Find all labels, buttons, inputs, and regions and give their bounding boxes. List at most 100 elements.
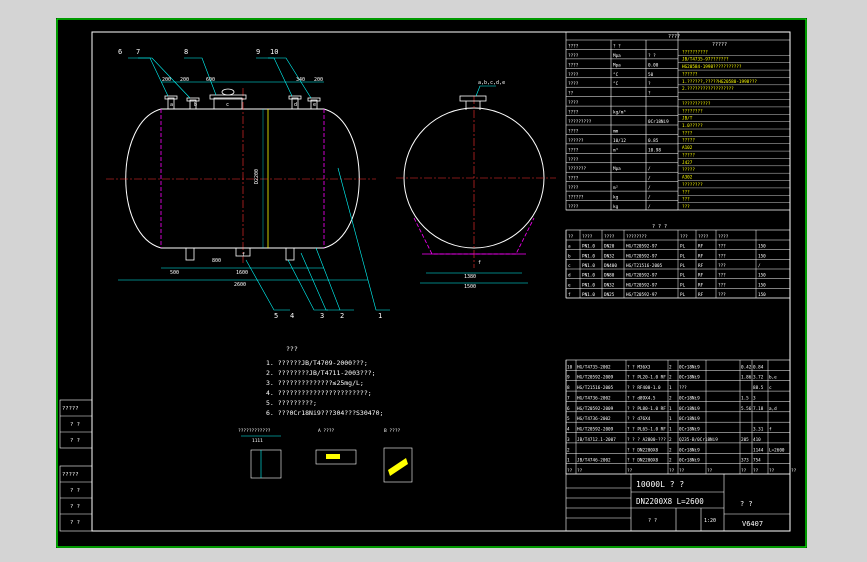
parts-cell: HG/T4735-2002	[577, 364, 611, 370]
parts-footer-cell: ??	[791, 468, 797, 474]
margin-text-3: ?????	[62, 472, 79, 478]
nozzle-header: ????	[582, 234, 593, 240]
drawing-sheet: ????? ? ? ? ? ????? ? ? ? ? ? ?	[56, 18, 807, 548]
nozzle-cell: HG/T21516-2005	[626, 263, 663, 269]
callout-5: 5	[274, 312, 278, 320]
nozzle-cell: ???	[718, 244, 726, 250]
outer-frame	[56, 18, 807, 548]
design-right-cell: ????????	[682, 182, 703, 188]
parts-cell: HG/T4736-2002	[577, 395, 611, 401]
nozzle-cell: DN25	[604, 292, 615, 298]
nozzle-letter-e: e	[313, 102, 316, 108]
parts-cell: 1	[669, 406, 672, 412]
note-line-2: 2. ????????JB/T4711-2003???;	[266, 369, 376, 377]
nozzle-cell: ???	[718, 263, 726, 269]
parts-cell: 1	[567, 458, 570, 464]
parts-cell: ? ? d89X4.5	[627, 395, 656, 401]
callout-4: 4	[290, 312, 294, 320]
design-right-cell: ???	[682, 197, 690, 203]
parts-footer-cell: ??	[627, 468, 633, 474]
detail-1-sub: 1111	[252, 438, 263, 444]
parts-cell: 4	[567, 427, 570, 433]
nozzle-cell: ???	[718, 273, 726, 279]
callout-6: 6	[118, 48, 122, 56]
parts-cell: HG/T4736-2002	[577, 416, 611, 422]
vessel-end-view	[396, 85, 556, 284]
nozzle-cell: DN32	[604, 253, 615, 259]
parts-cell: 0.42	[741, 364, 752, 370]
design-right-cell: ?????	[682, 138, 695, 144]
parts-footer-cell: ??	[679, 468, 685, 474]
design-cell: ????	[568, 81, 579, 87]
design-cell: Mpa	[613, 53, 621, 59]
design-right-cell: J427	[682, 160, 693, 166]
nozzle-table-title: ? ? ?	[652, 224, 667, 230]
design-cell: ????	[568, 62, 579, 68]
design-right-cell: JB/T	[682, 116, 693, 122]
nozzle-cell: RF	[698, 282, 704, 288]
design-cell: ? ?	[613, 43, 621, 49]
design-right-cell: A302	[682, 175, 693, 181]
parts-cell: 0Cr18Ni9	[679, 406, 700, 412]
dim-600: 600	[206, 77, 215, 83]
parts-cell: a,d	[769, 406, 777, 412]
parts-cell: 9	[567, 375, 570, 381]
notes-title: ???	[286, 345, 298, 353]
parts-cell: 3.31	[753, 427, 764, 433]
nozzle-cell: DN400	[604, 263, 617, 269]
nozzle-letter-f: f	[242, 252, 245, 258]
note-line-5: 5. ?????????;	[266, 399, 317, 407]
parts-cell: 0Cr18Ni9	[679, 447, 700, 453]
dim-1600: 1600	[236, 270, 248, 276]
detail-2-title: A ????	[318, 428, 335, 434]
design-right-cell: ????????	[682, 108, 703, 114]
design-cell: ????	[568, 157, 579, 163]
nozzle-header: ????	[698, 234, 709, 240]
nozzle-cell: 150	[758, 244, 766, 250]
design-cell: kg	[613, 204, 619, 210]
design-cell: mm	[613, 129, 619, 134]
nozzle-letter-c: c	[226, 102, 229, 108]
nozzle-callout: a,b,c,d,e	[478, 80, 505, 86]
design-right-cell: A102	[682, 145, 693, 151]
title-drawing-no: V6407	[742, 520, 763, 528]
parts-cell: ? ? PL80-1.0 RF	[627, 406, 666, 412]
nozzle-letter-d: d	[294, 102, 297, 108]
design-cell: ????	[568, 72, 579, 78]
design-cell: ????	[568, 43, 579, 49]
nozzle-cell: ???	[718, 253, 726, 259]
design-right-cell: ???????????	[682, 101, 711, 107]
dim-200c: 200	[314, 77, 323, 83]
design-cell: ??????	[568, 195, 584, 201]
parts-cell: HG/T20592-2009	[577, 375, 614, 381]
design-cell: ????	[568, 110, 579, 116]
design-cell: ?	[648, 81, 651, 87]
parts-cell: HG/T20592-2009	[577, 427, 614, 433]
parts-cell: 2	[669, 458, 672, 464]
parts-footer-cell: ??	[741, 468, 747, 474]
parts-cell: 2	[669, 364, 672, 370]
nozzle-cell: RF	[698, 292, 704, 298]
design-cell: ????	[568, 204, 579, 210]
parts-cell: 410	[753, 437, 761, 443]
nozzle-cell: HG/T20592-97	[626, 244, 657, 250]
nozzle-header: ???	[680, 234, 688, 240]
parts-cell: 0Cr18Ni9	[679, 416, 700, 422]
margin-text-6: ? ?	[70, 520, 80, 526]
design-cell: 0.00	[648, 62, 659, 68]
parts-cell: 5.56	[741, 406, 752, 412]
dim-340: 340	[296, 77, 305, 83]
vessel-side-view	[106, 57, 390, 311]
parts-footer-cell: ??	[577, 468, 583, 474]
callout-3: 3	[320, 312, 324, 320]
parts-cell: 754	[753, 458, 761, 464]
margin-text-1: ? ?	[70, 422, 80, 428]
parts-footer-cell: ??	[567, 468, 573, 474]
detail-1-title: ????????????	[238, 428, 271, 434]
design-cell: Mpa	[613, 166, 621, 172]
parts-cell: 2	[567, 447, 570, 453]
parts-cell: Q235-B/0Cr18Ni9	[679, 437, 718, 443]
note-line-1: 1. ??????JB/T4709-2000???;	[266, 359, 368, 367]
title-vessel-name: 10000L ? ?	[636, 480, 684, 489]
nozzle-cell: DN20	[604, 244, 615, 250]
